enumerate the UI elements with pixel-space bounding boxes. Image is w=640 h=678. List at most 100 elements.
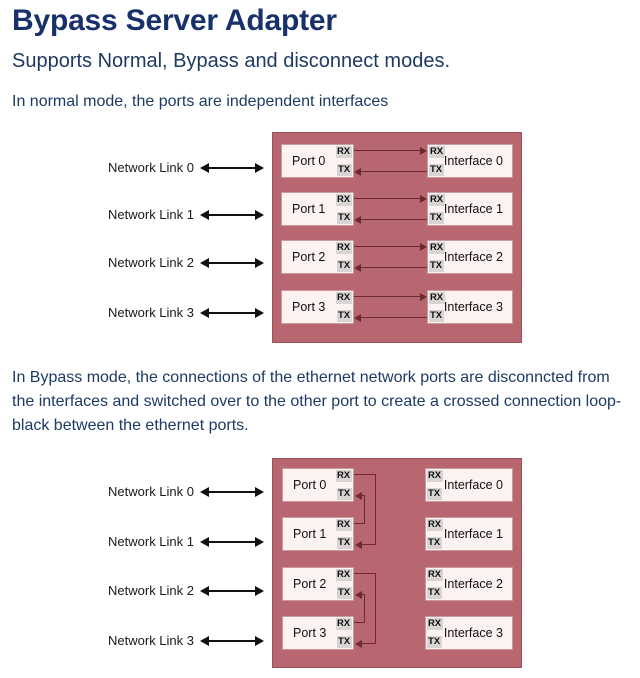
port-box-0[interactable]: Port 0 RX TX: [281, 144, 354, 178]
bidirectional-arrow-icon: [200, 487, 264, 497]
interface-tx-pin: TX: [429, 260, 444, 272]
wire-rx-1: [354, 198, 424, 199]
interface-label: Interface 1: [443, 527, 503, 541]
interface-label: Interface 3: [443, 300, 503, 314]
interface-rx-pin: RX: [429, 194, 445, 206]
network-link-label: Network Link 0: [108, 160, 194, 175]
port-label: Port 1: [292, 202, 326, 216]
port-box-1[interactable]: Port 1 RX TX: [282, 517, 354, 551]
arrow-rx-0-icon: [420, 147, 427, 155]
bidirectional-arrow-icon: [200, 636, 264, 646]
network-link-label: Network Link 2: [108, 255, 194, 270]
normal-mode-diagram-panel: Port 0 RX TX Interface 0 RX TX Port 1 RX…: [272, 132, 522, 343]
interface-rx-pin: RX: [427, 470, 443, 482]
paragraph-bypass-mode: In Bypass mode, the connections of the e…: [12, 369, 622, 434]
bidirectional-arrow-icon: [200, 308, 264, 318]
wire-crossover-rx0-seg3: [361, 544, 376, 545]
port-rx-pin: RX: [336, 146, 352, 158]
arrow-crossover-to-tx1-icon: [355, 541, 362, 549]
wire-rx-2: [354, 246, 424, 247]
port-box-3[interactable]: Port 3 RX TX: [282, 616, 354, 650]
interface-label: Interface 1: [443, 202, 503, 216]
interface-box-1[interactable]: Interface 1 RX TX: [425, 517, 513, 551]
port-box-2[interactable]: Port 2 RX TX: [281, 240, 354, 274]
interface-label: Interface 2: [443, 577, 503, 591]
wire-tx-3: [360, 317, 427, 318]
arrow-tx-0-icon: [354, 168, 361, 176]
network-link-row: Network Link 0: [0, 158, 272, 178]
network-link-label: Network Link 0: [108, 484, 194, 499]
wire-tx-0: [360, 171, 427, 172]
port-tx-pin: TX: [337, 212, 352, 224]
bidirectional-arrow-icon: [200, 537, 264, 547]
wire-crossover-rx2-seg2: [375, 573, 376, 643]
interface-box-2[interactable]: Interface 2 RX TX: [427, 240, 513, 274]
port-tx-pin: TX: [337, 537, 352, 549]
network-link-label: Network Link 1: [108, 207, 194, 222]
interface-label: Interface 3: [443, 626, 503, 640]
port-label: Port 0: [292, 154, 326, 168]
interface-tx-pin: TX: [427, 587, 442, 599]
port-rx-pin: RX: [336, 470, 352, 482]
network-link-row: Network Link 0: [0, 482, 272, 502]
arrow-rx-2-icon: [420, 243, 427, 251]
network-link-label: Network Link 3: [108, 633, 194, 648]
paragraph-normal-mode: In normal mode, the ports are independen…: [12, 93, 389, 110]
interface-tx-pin: TX: [429, 212, 444, 224]
wire-crossover-rx1-seg3: [361, 495, 365, 496]
interface-box-0[interactable]: Interface 0 RX TX: [427, 144, 513, 178]
port-box-2[interactable]: Port 2 RX TX: [282, 567, 354, 601]
interface-rx-pin: RX: [427, 618, 443, 630]
port-rx-pin: RX: [336, 292, 352, 304]
bypass-mode-diagram-panel: Port 0 RX TX Interface 0 RX TX Port 1 RX…: [272, 458, 522, 668]
interface-tx-pin: TX: [429, 310, 444, 322]
port-box-1[interactable]: Port 1 RX TX: [281, 192, 354, 226]
bidirectional-arrow-icon: [200, 210, 264, 220]
interface-box-1[interactable]: Interface 1 RX TX: [427, 192, 513, 226]
interface-rx-pin: RX: [429, 292, 445, 304]
port-tx-pin: TX: [337, 587, 352, 599]
wire-rx-0: [354, 150, 424, 151]
interface-label: Interface 2: [443, 250, 503, 264]
wire-crossover-rx1-seg1: [354, 523, 365, 524]
port-label: Port 3: [292, 300, 326, 314]
interface-tx-pin: TX: [427, 636, 442, 648]
port-label: Port 0: [293, 478, 327, 492]
port-box-3[interactable]: Port 3 RX TX: [281, 290, 354, 324]
port-rx-pin: RX: [336, 569, 352, 581]
arrow-tx-3-icon: [354, 314, 361, 322]
interface-rx-pin: RX: [429, 146, 445, 158]
network-link-row: Network Link 3: [0, 303, 272, 323]
port-rx-pin: RX: [336, 519, 352, 531]
interface-tx-pin: TX: [427, 537, 442, 549]
network-link-row: Network Link 2: [0, 253, 272, 273]
network-link-label: Network Link 1: [108, 534, 194, 549]
interface-rx-pin: RX: [427, 569, 443, 581]
network-link-label: Network Link 2: [108, 583, 194, 598]
wire-tx-2: [360, 267, 427, 268]
arrow-tx-2-icon: [354, 264, 361, 272]
interface-box-3[interactable]: Interface 3 RX TX: [425, 616, 513, 650]
interface-box-0[interactable]: Interface 0 RX TX: [425, 468, 513, 502]
interface-rx-pin: RX: [429, 242, 445, 254]
bidirectional-arrow-icon: [200, 163, 264, 173]
port-label: Port 3: [293, 626, 327, 640]
network-link-row: Network Link 3: [0, 631, 272, 651]
wire-crossover-rx0-seg2: [375, 474, 376, 544]
port-box-0[interactable]: Port 0 RX TX: [282, 468, 354, 502]
interface-tx-pin: TX: [429, 164, 444, 176]
interface-label: Interface 0: [443, 154, 503, 168]
interface-tx-pin: TX: [427, 488, 442, 500]
wire-crossover-rx1-seg2: [364, 495, 365, 524]
network-link-row: Network Link 1: [0, 532, 272, 552]
port-label: Port 1: [293, 527, 327, 541]
arrow-crossover-to-tx2-icon: [355, 591, 362, 599]
network-link-row: Network Link 1: [0, 205, 272, 225]
wire-tx-1: [360, 219, 427, 220]
port-tx-pin: TX: [337, 164, 352, 176]
port-tx-pin: TX: [337, 636, 352, 648]
interface-box-3[interactable]: Interface 3 RX TX: [427, 290, 513, 324]
port-tx-pin: TX: [337, 310, 352, 322]
interface-box-2[interactable]: Interface 2 RX TX: [425, 567, 513, 601]
network-link-row: Network Link 2: [0, 581, 272, 601]
